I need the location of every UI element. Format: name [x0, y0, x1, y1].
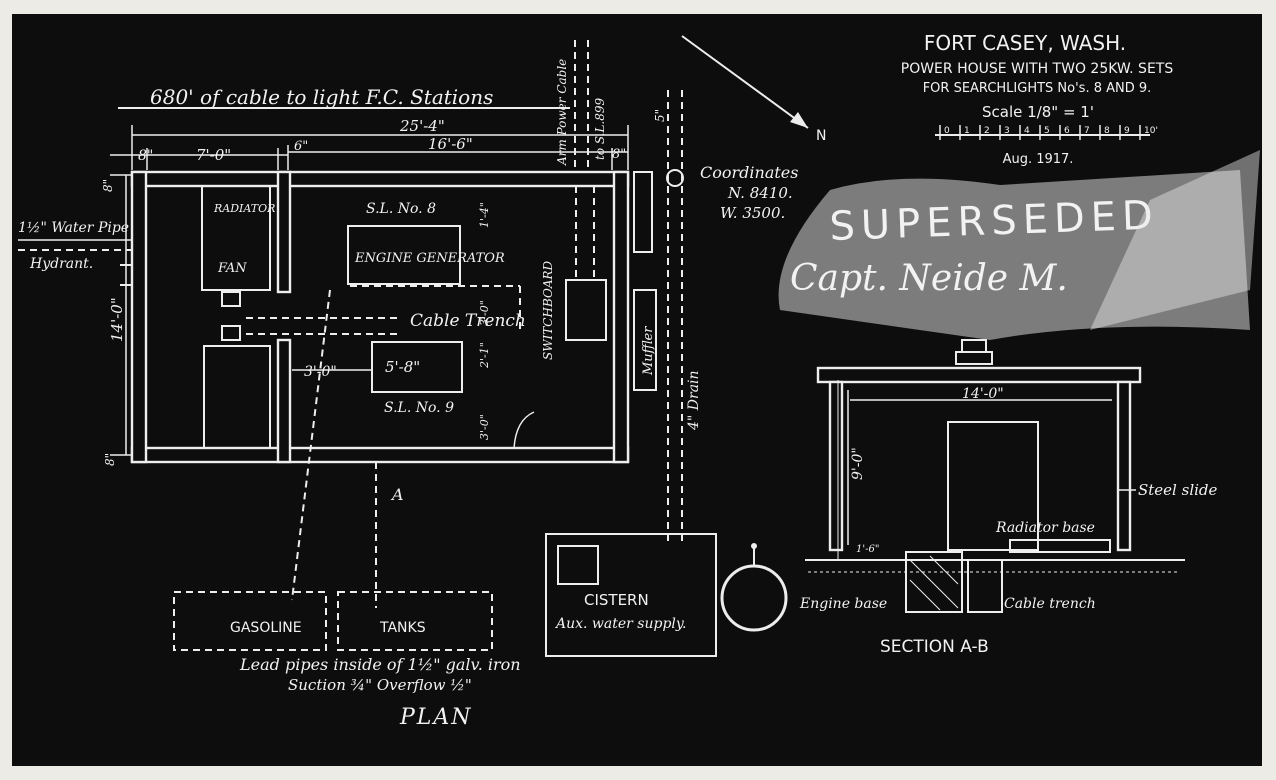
- coordinates-west: W. 3500.: [720, 204, 785, 222]
- gen-length-label: 5'-8": [385, 358, 420, 376]
- aisle-dim: 3'-0": [304, 364, 337, 380]
- engine-generator-8: S.L. No. 8 ENGINE GENERATOR: [347, 201, 505, 285]
- section-caption: SECTION A-B: [880, 637, 989, 657]
- scale-tick-label: 3: [1004, 126, 1010, 136]
- dim-left-span: 7'-0": [196, 146, 231, 164]
- gasoline-tanks: GASOLINE TANKS: [173, 591, 493, 651]
- dim-depth: 14'-0": [108, 297, 126, 342]
- title-line-3: FOR SEARCHLIGHTS No's. 8 AND 9.: [923, 81, 1152, 96]
- cistern: CISTERN Aux. water supply.: [545, 533, 717, 657]
- date-label: Aug. 1917.: [1003, 152, 1074, 167]
- suction-note: Suction ¾" Overflow ½": [288, 676, 472, 694]
- dim-mid-wall: 6": [294, 139, 308, 154]
- stamp-text: SUPERSEDED: [829, 193, 1160, 250]
- drain-top-label: 5": [653, 109, 667, 122]
- scale-label: Scale 1/8" = 1': [982, 103, 1094, 121]
- title-line-2: POWER HOUSE WITH TWO 25KW. SETS: [901, 61, 1174, 77]
- muffler-label: Muffler: [641, 326, 656, 376]
- radiator-fan-unit: RADIATOR FAN: [201, 185, 275, 449]
- pump-icon: [720, 543, 788, 632]
- section-cable-trench-label: Cable trench: [1004, 596, 1096, 612]
- scale-tick-label: 0: [944, 126, 950, 136]
- section-height: 9'-0": [850, 447, 866, 480]
- scale-bar: 0 1 2 3 4 5 6 7 8 9 10': [935, 125, 1158, 140]
- lead-pipes-note: Lead pipes inside of 1½" galv. iron: [239, 655, 521, 674]
- scale-tick-label: 1: [964, 126, 970, 136]
- plan-dimensions: 25'-4" 16'-6" 7'-0" 8" 6" 8" 14'-0" 8" 8…: [101, 117, 629, 466]
- section-mark: A: [390, 485, 404, 504]
- cistern-subtitle: Aux. water supply.: [554, 616, 686, 632]
- switchboard-label: SWITCHBOARD: [541, 260, 555, 360]
- engine-base-label: Engine base: [799, 596, 887, 612]
- radiator-base-label: Radiator base: [995, 520, 1095, 536]
- cistern-title: CISTERN: [584, 591, 649, 609]
- scale-tick-label: 6: [1064, 126, 1070, 136]
- switchboard-panel: [565, 279, 607, 341]
- north-arrow-icon: N: [681, 35, 826, 144]
- arm-power-cable-label: Arm Power Cable: [555, 59, 569, 166]
- to-sl-label: to S.L.899: [593, 97, 607, 160]
- title-line-1: FORT CASEY, WASH.: [924, 31, 1126, 55]
- dim-right-wall: 8": [612, 147, 626, 162]
- plan-walls: [120, 170, 630, 464]
- hydrant-label: Hydrant.: [29, 256, 93, 272]
- fan-label: FAN: [217, 261, 247, 276]
- steel-slide-label: Steel slide: [1138, 481, 1218, 499]
- muffler-box: [633, 289, 657, 391]
- sl8-label: S.L. No. 8: [366, 201, 436, 217]
- scale-tick-label: 5: [1044, 126, 1050, 136]
- drain-label: 4" Drain: [686, 370, 702, 431]
- gasoline-label: GASOLINE: [230, 620, 302, 636]
- coordinates-label: Coordinates: [700, 163, 798, 182]
- drain-icon: [666, 169, 684, 187]
- coordinates-north: N. 8410.: [727, 184, 793, 202]
- dim-overall: 25'-4": [399, 117, 445, 135]
- cable-trench-label: Cable Trench: [410, 311, 526, 331]
- dim-top-wall: 8": [101, 179, 115, 192]
- engine-generator-9: 5'-8" S.L. No. 9 3'-0": [292, 341, 463, 416]
- scale-tick-label: 8: [1104, 126, 1110, 136]
- cable-note: 680' of cable to light F.C. Stations: [150, 85, 493, 109]
- scale-tick-label: 2: [984, 126, 990, 136]
- section-a-b: 9'-0" 14'-0" Radiator base 1'-6" Steel s…: [799, 339, 1218, 657]
- tanks-label: TANKS: [379, 620, 426, 636]
- scale-tick-label: 4: [1024, 126, 1030, 136]
- vdim-4: 3'-0": [478, 414, 491, 440]
- north-arrow-label: N: [816, 128, 826, 144]
- superseded-stamp: SUPERSEDED Capt. Neide M.: [778, 150, 1260, 340]
- vdim-2: 3'-0": [478, 300, 491, 326]
- scale-tick-label: 7: [1084, 126, 1090, 136]
- radiator-label: RADIATOR: [213, 202, 275, 215]
- stamp-signature: Capt. Neide M.: [790, 258, 1068, 299]
- plan-caption: PLAN: [399, 705, 473, 730]
- sl9-label: S.L. No. 9: [384, 400, 454, 416]
- scale-tick-label: 10': [1144, 126, 1158, 136]
- vdim-3: 2'-1": [478, 342, 491, 369]
- section-floor-level: 1'-6": [856, 544, 879, 555]
- engine-generator-label: ENGINE GENERATOR: [354, 251, 505, 266]
- vdim-1: 1'-4": [478, 202, 491, 228]
- scale-tick-label: 9: [1124, 126, 1130, 136]
- dim-bottom-wall: 8": [103, 453, 117, 466]
- dim-right-span: 16'-6": [428, 135, 473, 153]
- water-pipe-label: 1½" Water Pipe: [18, 220, 129, 236]
- dim-left-wall: 8": [138, 148, 153, 164]
- section-width: 14'-0": [962, 386, 1004, 402]
